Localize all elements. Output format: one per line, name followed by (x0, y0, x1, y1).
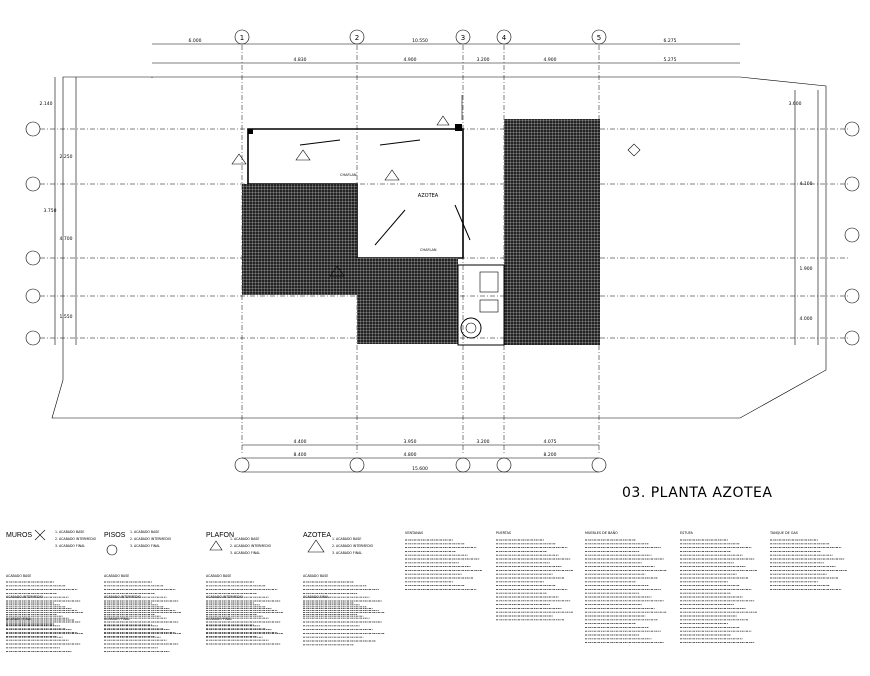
dimension-text: 3.600 (789, 101, 802, 107)
legend-plafon: PLAFON 1. ACABADO BASE 2. ACABADO INTERM… (206, 532, 272, 621)
axis-label: 4 (502, 34, 507, 42)
notes-title: TANQUE DE GAS (769, 531, 798, 535)
dimension-text: 10.550 (412, 38, 428, 44)
dimension-text: 4.900 (404, 57, 417, 63)
left-dimension-lines: 2.140 2.250 3.750 4.700 1.550 (40, 77, 77, 345)
legend-item: 1. ACABADO BASE (230, 537, 259, 541)
legend-title: AZOTEA (303, 532, 331, 539)
axis-label: 5 (597, 34, 601, 42)
dimension-text: 4.000 (800, 316, 813, 322)
dimension-text: 4.075 (544, 439, 557, 445)
dimension-text: 2.140 (40, 101, 53, 107)
legend-item: 1. ACABADO BASE (332, 537, 361, 541)
legend-subheader: ACABADO FINAL (303, 595, 329, 599)
legend-subheader: ACABADO FINAL (104, 617, 130, 621)
notes-title: PUERTAS (496, 531, 511, 535)
side-axis-markers (25, 121, 860, 346)
dimension-text: 5.275 (664, 57, 677, 63)
legend-azotea: AZOTEA 1. ACABADO BASE 2. ACABADO INTERM… (303, 532, 374, 599)
legend-item: 2. ACABADO INTERMEDIO (332, 544, 374, 548)
dimension-text: 1.900 (800, 266, 813, 272)
dimension-text: 3.950 (404, 439, 417, 445)
top-dimension-lines: 6.000 10.550 6.275 4.830 4.900 3.200 4.9… (152, 38, 740, 64)
axis-label: 2 (355, 34, 359, 42)
dimension-text: 4.100 (800, 181, 813, 187)
dimension-text: 4.700 (60, 236, 73, 242)
tiled-roof-left (242, 184, 357, 295)
chaflan-label: CHAFLAN (420, 248, 437, 252)
legend-subheader: ACABADO FINAL (206, 617, 232, 621)
site-boundary (51, 76, 827, 419)
chaflan-label: CHAFLAN (340, 173, 357, 177)
axis-label: 3 (461, 34, 465, 42)
dimension-text: 6.275 (664, 38, 677, 44)
dimension-text: 4.400 (294, 439, 307, 445)
legend-subheader: ACABADO BASE (6, 574, 31, 578)
legend-title: MUROS (6, 532, 32, 539)
tiled-roof-right (504, 119, 600, 345)
legend-item: 3. ACABADO FINAL (332, 551, 362, 555)
tiled-roof-center (357, 258, 458, 344)
legend-item: 2. ACABADO INTERMEDIO (55, 537, 97, 541)
stair-core (457, 264, 505, 346)
dimension-text: 8.200 (544, 452, 557, 458)
legend-subheader: ACABADO FINAL (6, 617, 32, 621)
legend-title: PLAFON (206, 532, 234, 539)
legend-item: 3. ACABADO FINAL (230, 551, 260, 555)
axis-label: 1 (240, 34, 244, 42)
legend-item: 1. ACABADO BASE (130, 530, 159, 534)
dimension-text: 8.400 (294, 452, 307, 458)
dimension-text: 6.000 (189, 38, 202, 44)
section-mark-icon (627, 143, 641, 157)
roof-annotations: AZOTEA CHAFLAN CHAFLAN (231, 95, 471, 277)
dimension-text: 15.600 (412, 466, 428, 472)
bottom-dimension-lines: 4.400 3.950 3.200 4.075 8.400 4.800 8.20… (242, 439, 599, 473)
drawing-title: 03. PLANTA AZOTEA (622, 485, 772, 501)
legend-subheader: ACABADO BASE (303, 574, 328, 578)
legend-item: 2. ACABADO INTERMEDIO (130, 537, 172, 541)
dimension-text: 4.900 (544, 57, 557, 63)
dimension-text: 3.200 (477, 57, 490, 63)
dimension-text: 1.550 (60, 314, 73, 320)
right-dimension-lines: 3.600 4.100 1.900 4.000 (789, 90, 819, 345)
legend-item: 3. ACABADO FINAL (55, 544, 85, 548)
dimension-text: 3.750 (44, 208, 57, 214)
notes-title: VENTANAS (405, 531, 423, 535)
notes-title: MUEBLES DE BAÑO (585, 530, 618, 535)
legend-item: 2. ACABADO INTERMEDIO (230, 544, 272, 548)
dimension-text: 3.200 (477, 439, 490, 445)
azotea-label: AZOTEA (418, 193, 439, 199)
legend-pisos: PISOS 1. ACABADO BASE 2. ACABADO INTERME… (104, 530, 172, 621)
legend-muros: MUROS 1. ACABADO BASE 2. ACABADO INTERME… (6, 529, 97, 621)
legend-item: 1. ACABADO BASE (55, 530, 84, 534)
legend-subheader: ACABADO BASE (206, 574, 231, 578)
top-axis-markers: 1 2 3 4 5 (234, 29, 607, 45)
spec-notes: VENTANAS PUERTAS MUEBLES DE BAÑO ESTUFA … (405, 530, 798, 535)
dimension-text: 4.830 (294, 57, 307, 63)
notes-title: ESTUFA (680, 531, 693, 535)
note-text-block (6, 539, 848, 653)
dimension-text: 2.250 (60, 154, 73, 160)
legend-title: PISOS (104, 532, 126, 539)
legend-subheader: ACABADO BASE (104, 574, 129, 578)
dimension-text: 4.800 (404, 452, 417, 458)
legend-item: 3. ACABADO FINAL (130, 544, 160, 548)
